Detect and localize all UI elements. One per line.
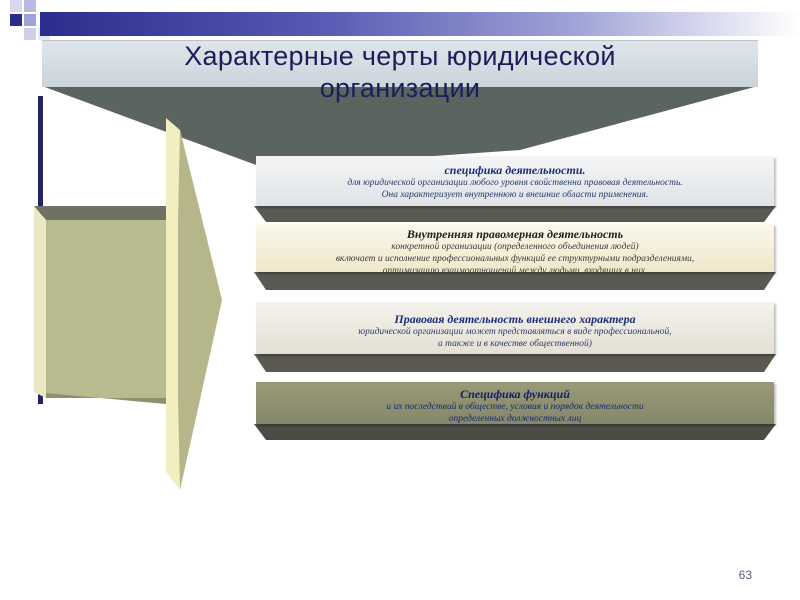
- feature-text-line: конкретной организации (определенного об…: [391, 242, 639, 252]
- top-gradient-bar: [40, 12, 800, 36]
- feature-text-line: оптимизацию взаимоотношений между людьми…: [382, 266, 648, 276]
- slide-title: Характерные черты юридической организаци…: [42, 40, 758, 104]
- feature-text-line: включает и исполнение профессиональных ф…: [335, 254, 695, 264]
- feature-heading: Правовая деятельность внешнего характера: [394, 312, 636, 326]
- decor-square: [24, 0, 36, 12]
- arrow-top-shade: [34, 206, 178, 220]
- title-line-1: Характерные черты юридической: [184, 41, 616, 71]
- shelf-1: [254, 206, 776, 222]
- decor-square: [10, 0, 22, 12]
- title-line-2: организации: [319, 73, 481, 103]
- feature-text-line: юридической организации может представля…: [358, 327, 672, 337]
- feature-text-line: а также и в качестве общественной): [438, 339, 592, 349]
- shelf-4: [254, 424, 776, 440]
- decor-square: [10, 14, 22, 26]
- feature-box-external-activity: Правовая деятельность внешнего характера…: [256, 302, 774, 354]
- decor-square: [24, 14, 36, 26]
- feature-text-line: определенных должностных лиц: [448, 414, 582, 424]
- shelf-3: [254, 354, 776, 372]
- feature-heading: Внутренняя правомерная деятельность: [406, 227, 624, 241]
- feature-text-line: для юридической организации любого уровн…: [347, 178, 683, 188]
- title-banner: [42, 40, 758, 87]
- arrow-left-face: [34, 206, 46, 398]
- page-number: 63: [738, 568, 752, 582]
- shelf-2: [254, 272, 776, 290]
- feature-box-function-specifics: Специфика функций и их последствий в общ…: [256, 382, 774, 424]
- decor-square: [24, 28, 36, 40]
- feature-box-activity-specifics: специфика деятельности. для юридической …: [256, 156, 774, 206]
- feature-text-line: Она характеризует внутреннюю и внешние о…: [381, 190, 649, 200]
- feature-text-line: и их последствий в обществе, условия и п…: [386, 402, 644, 412]
- feature-heading: специфика деятельности.: [444, 163, 586, 177]
- feature-box-internal-activity: Внутренняя правомерная деятельность конк…: [256, 224, 774, 276]
- arrow-shaft: [46, 220, 178, 398]
- funnel-shape: [42, 86, 758, 168]
- arrow-bottom-shade: [34, 392, 178, 404]
- arrow-head-face: [178, 130, 222, 490]
- feature-heading: Специфика функций: [460, 387, 570, 401]
